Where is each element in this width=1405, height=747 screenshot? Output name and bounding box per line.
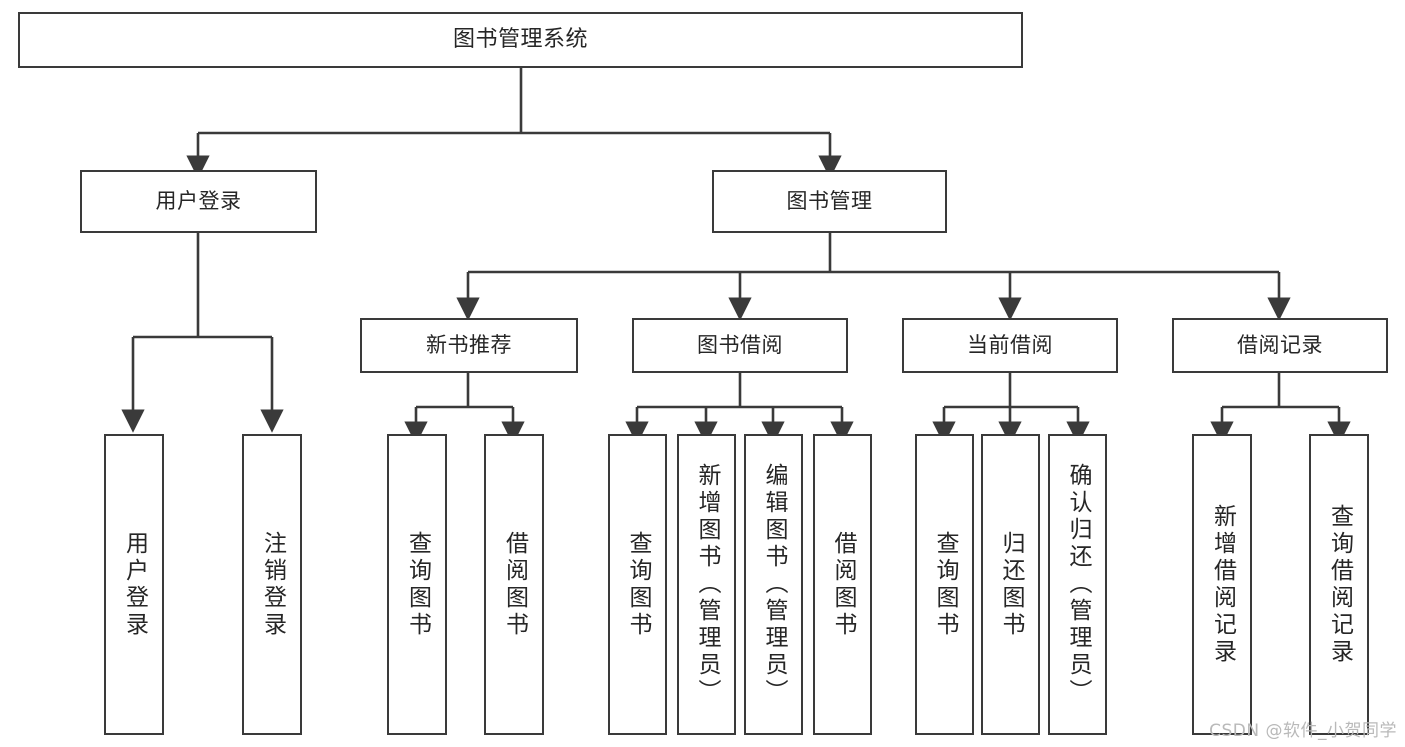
leaf-borrow-query-book-label: 查询图书: [625, 530, 651, 639]
node-current-borrow[interactable]: 当前借阅: [902, 318, 1118, 373]
leaf-current-query-book-label: 查询图书: [932, 530, 958, 639]
leaf-user-login[interactable]: 用户登录: [104, 434, 164, 735]
node-root[interactable]: 图书管理系统: [18, 12, 1023, 68]
leaf-borrow-add-book-admin[interactable]: 新增图书（管理员）: [677, 434, 736, 735]
node-root-label: 图书管理系统: [452, 27, 588, 53]
node-borrow-record-label: 借阅记录: [1237, 333, 1323, 358]
leaf-borrow-edit-book-admin[interactable]: 编辑图书（管理员）: [744, 434, 803, 735]
node-user-login-label: 用户登录: [155, 189, 242, 214]
leaf-record-query-borrow-record[interactable]: 查询借阅记录: [1309, 434, 1369, 735]
leaf-user-login-label: 用户登录: [121, 530, 148, 639]
node-book-borrow[interactable]: 图书借阅: [632, 318, 848, 373]
node-user-login[interactable]: 用户登录: [80, 170, 317, 233]
leaf-rec-borrow-book[interactable]: 借阅图书: [484, 434, 544, 735]
leaf-record-query-borrow-record-label: 查询借阅记录: [1326, 503, 1353, 666]
leaf-current-query-book[interactable]: 查询图书: [915, 434, 974, 735]
node-book-management-label: 图书管理: [786, 189, 873, 214]
node-new-book-recommendation-label: 新书推荐: [426, 333, 512, 358]
node-book-borrow-label: 图书借阅: [697, 333, 783, 358]
leaf-current-confirm-return-admin[interactable]: 确认归还（管理员）: [1048, 434, 1107, 735]
leaf-rec-borrow-book-label: 借阅图书: [501, 530, 528, 639]
leaf-logout-login-label: 注销登录: [259, 530, 286, 639]
leaf-borrow-add-book-admin-label: 新增图书（管理员）: [694, 463, 720, 706]
leaf-borrow-query-book[interactable]: 查询图书: [608, 434, 667, 735]
leaf-borrow-borrow-book-label: 借阅图书: [830, 530, 856, 639]
leaf-record-add-borrow-record[interactable]: 新增借阅记录: [1192, 434, 1252, 735]
leaf-rec-query-book-label: 查询图书: [404, 530, 431, 639]
leaf-current-confirm-return-admin-label: 确认归还（管理员）: [1065, 463, 1091, 706]
node-current-borrow-label: 当前借阅: [967, 333, 1053, 358]
leaf-current-return-book[interactable]: 归还图书: [981, 434, 1040, 735]
node-borrow-record[interactable]: 借阅记录: [1172, 318, 1388, 373]
leaf-rec-query-book[interactable]: 查询图书: [387, 434, 447, 735]
leaf-borrow-borrow-book[interactable]: 借阅图书: [813, 434, 872, 735]
node-book-management[interactable]: 图书管理: [712, 170, 947, 233]
leaf-logout-login[interactable]: 注销登录: [242, 434, 302, 735]
leaf-borrow-edit-book-admin-label: 编辑图书（管理员）: [761, 463, 787, 706]
node-new-book-recommendation[interactable]: 新书推荐: [360, 318, 578, 373]
leaf-record-add-borrow-record-label: 新增借阅记录: [1209, 503, 1236, 666]
leaf-current-return-book-label: 归还图书: [998, 530, 1024, 639]
